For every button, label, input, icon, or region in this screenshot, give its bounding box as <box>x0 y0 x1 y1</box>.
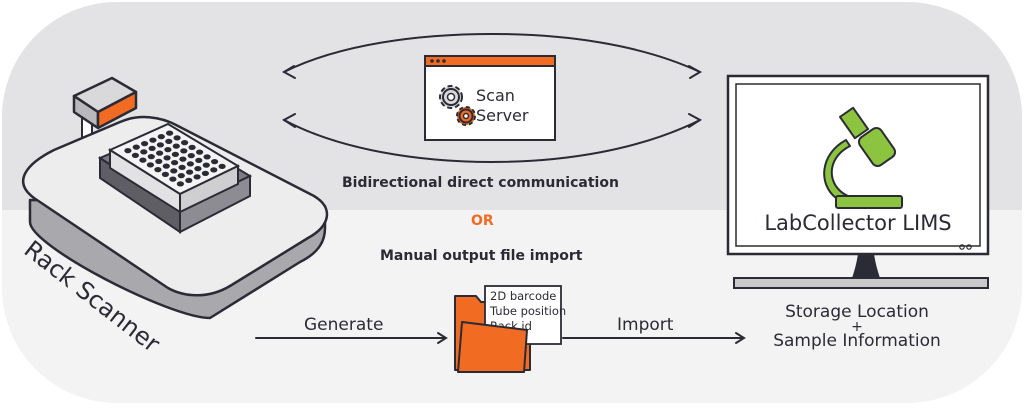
tube-cap <box>141 141 149 147</box>
tube-cap <box>218 163 226 169</box>
tube-cap <box>181 140 189 146</box>
tube-cap <box>170 168 178 174</box>
tube-cap <box>172 143 180 149</box>
tube-cap <box>173 135 181 141</box>
tube-cap <box>169 176 177 182</box>
tube-cap <box>178 164 186 170</box>
tube-cap <box>187 153 195 159</box>
tube-cap <box>202 162 210 168</box>
tube-cap <box>164 147 172 153</box>
scan-server-line1: Scan <box>476 86 515 105</box>
tube-cap <box>146 162 154 168</box>
tube-cap <box>148 145 156 151</box>
tube-cap <box>155 158 163 164</box>
tube-cap <box>188 144 196 150</box>
lims-monitor: LabCollector LIMS <box>726 74 990 289</box>
tube-cap <box>185 177 193 183</box>
tube-cap <box>124 148 132 154</box>
tube-cap <box>186 169 194 175</box>
generate-label: Generate <box>304 315 384 335</box>
rack-scanner-illustration <box>22 76 329 320</box>
gear-icon-orange <box>456 106 476 126</box>
tube-cap <box>177 173 185 179</box>
gear-icon <box>439 85 463 109</box>
tube-cap <box>179 156 187 162</box>
tube-cap <box>157 134 165 140</box>
tube-cap <box>196 149 204 155</box>
tube-cap <box>171 160 179 166</box>
tube-cap <box>203 154 211 160</box>
result-line-storage: Storage Location <box>785 302 929 322</box>
import-arrow <box>562 332 746 344</box>
or-separator: OR <box>471 213 494 229</box>
tube-cap <box>171 151 179 157</box>
lims-title: LabCollector LIMS <box>764 211 951 235</box>
output-file-folder: 2D barcode Tube position Rack id <box>454 285 566 373</box>
manual-import-label: Manual output file import <box>380 248 583 264</box>
tube-cap <box>176 181 184 187</box>
bidirectional-label: Bidirectional direct communication <box>342 175 619 191</box>
scan-server-line2: Server <box>476 106 529 125</box>
tube-cap <box>210 167 218 173</box>
tube-cap <box>131 152 139 158</box>
file-field-barcode: 2D barcode <box>490 289 556 303</box>
tube-cap <box>195 157 203 163</box>
file-field-tube-position: Tube position <box>489 304 566 318</box>
result-plus: + <box>851 319 863 335</box>
tube-cap <box>156 142 164 148</box>
scan-server-window: Scan Server <box>424 55 556 141</box>
tube-cap <box>132 144 140 150</box>
tube-cap <box>161 171 169 177</box>
import-label: Import <box>617 315 674 335</box>
tube-cap <box>156 150 164 156</box>
tube-cap <box>154 167 162 173</box>
tube-cap <box>149 137 157 143</box>
tube-cap <box>147 154 155 160</box>
bidirectional-arrows <box>281 32 703 164</box>
result-caption: Storage Location + Sample Information <box>752 304 962 350</box>
tube-cap <box>163 155 171 161</box>
microscope-icon <box>823 106 903 209</box>
tube-cap <box>201 170 209 176</box>
tube-cap <box>140 149 148 155</box>
tube-cap <box>186 161 194 167</box>
tube-cap <box>180 148 188 154</box>
tube-cap <box>193 174 201 180</box>
tube-grid <box>124 130 226 187</box>
tube-cap <box>194 166 202 172</box>
result-line-sample: Sample Information <box>773 331 941 351</box>
scanner-camera-icon <box>72 76 138 139</box>
tube-cap <box>211 159 219 165</box>
tube-cap <box>166 130 174 136</box>
tube-cap <box>162 163 170 169</box>
tube-cap <box>139 157 147 163</box>
generate-arrow <box>255 332 448 344</box>
tube-cap <box>165 138 173 144</box>
